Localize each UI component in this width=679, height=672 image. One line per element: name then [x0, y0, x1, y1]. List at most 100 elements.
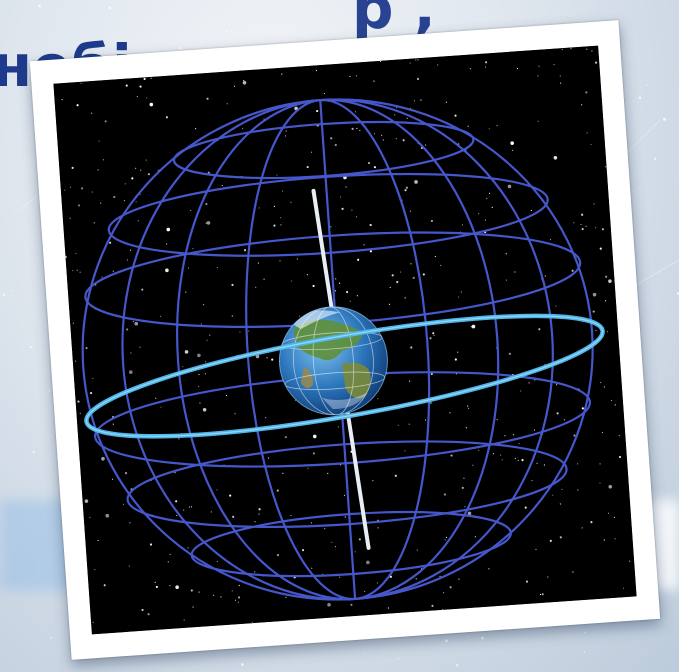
star [373, 133, 376, 135]
star [113, 195, 116, 199]
star [351, 127, 354, 130]
star [77, 400, 80, 403]
star [298, 315, 301, 317]
background-star [211, 21, 213, 23]
star [592, 292, 597, 297]
star [212, 594, 215, 596]
star [355, 75, 358, 77]
background-star [32, 451, 35, 454]
star [71, 166, 74, 169]
star [338, 282, 341, 284]
star [149, 543, 153, 546]
star [559, 75, 561, 77]
star [112, 270, 114, 272]
background-star [456, 664, 459, 667]
star [581, 527, 583, 529]
star [454, 358, 457, 361]
star [147, 173, 150, 176]
star [263, 278, 265, 280]
star [135, 167, 137, 169]
star [561, 488, 563, 491]
background-star [29, 346, 32, 349]
star [601, 228, 605, 231]
star [276, 174, 278, 176]
background-star [363, 653, 365, 655]
star [198, 591, 200, 593]
star [165, 116, 169, 119]
star [147, 613, 150, 616]
star [94, 569, 96, 571]
star [396, 280, 399, 284]
star [474, 536, 477, 538]
star [572, 571, 574, 573]
star [77, 204, 81, 207]
star [175, 585, 179, 590]
star [210, 511, 212, 513]
star [101, 456, 105, 461]
photo-frame [29, 20, 661, 660]
star [604, 300, 607, 302]
star [184, 350, 189, 354]
star [271, 358, 274, 361]
star [345, 290, 349, 294]
star [154, 581, 156, 583]
star [373, 80, 375, 82]
star [204, 373, 207, 375]
background-star [108, 6, 112, 10]
star [243, 249, 247, 252]
star [595, 329, 597, 332]
background-star [48, 390, 50, 392]
star [559, 503, 561, 505]
star [450, 454, 453, 457]
star [334, 290, 337, 292]
star [573, 434, 576, 437]
background-star [2, 293, 6, 296]
background-star [35, 58, 37, 60]
star [199, 402, 201, 404]
background-star [638, 187, 640, 189]
star [100, 202, 102, 204]
star [76, 269, 78, 271]
star [544, 275, 546, 277]
star [281, 190, 284, 192]
star [280, 217, 282, 219]
star [266, 357, 268, 359]
star [95, 284, 97, 286]
star [182, 366, 184, 368]
star [109, 241, 112, 244]
star [552, 494, 554, 496]
star [190, 506, 193, 508]
star [359, 129, 361, 132]
star [488, 192, 491, 194]
star [457, 351, 459, 353]
star [472, 464, 474, 466]
star [465, 427, 467, 429]
star [254, 571, 256, 573]
star [101, 276, 103, 278]
star [178, 438, 180, 440]
star [601, 431, 604, 434]
star [139, 346, 141, 348]
star [402, 139, 405, 142]
star [331, 541, 333, 543]
star [556, 412, 559, 415]
star [355, 216, 358, 218]
star [276, 489, 279, 492]
star [492, 453, 494, 455]
star [312, 284, 315, 288]
star [590, 143, 592, 146]
star [315, 69, 318, 72]
star [537, 120, 539, 122]
background-star [38, 4, 41, 8]
star [104, 120, 107, 123]
star [141, 288, 144, 291]
celestial-sphere-photo [53, 45, 637, 635]
star [467, 405, 469, 407]
star [461, 224, 464, 226]
star [231, 590, 233, 592]
star [350, 603, 353, 606]
star [198, 385, 200, 388]
star [220, 596, 222, 598]
star [501, 459, 503, 461]
star [185, 291, 187, 293]
